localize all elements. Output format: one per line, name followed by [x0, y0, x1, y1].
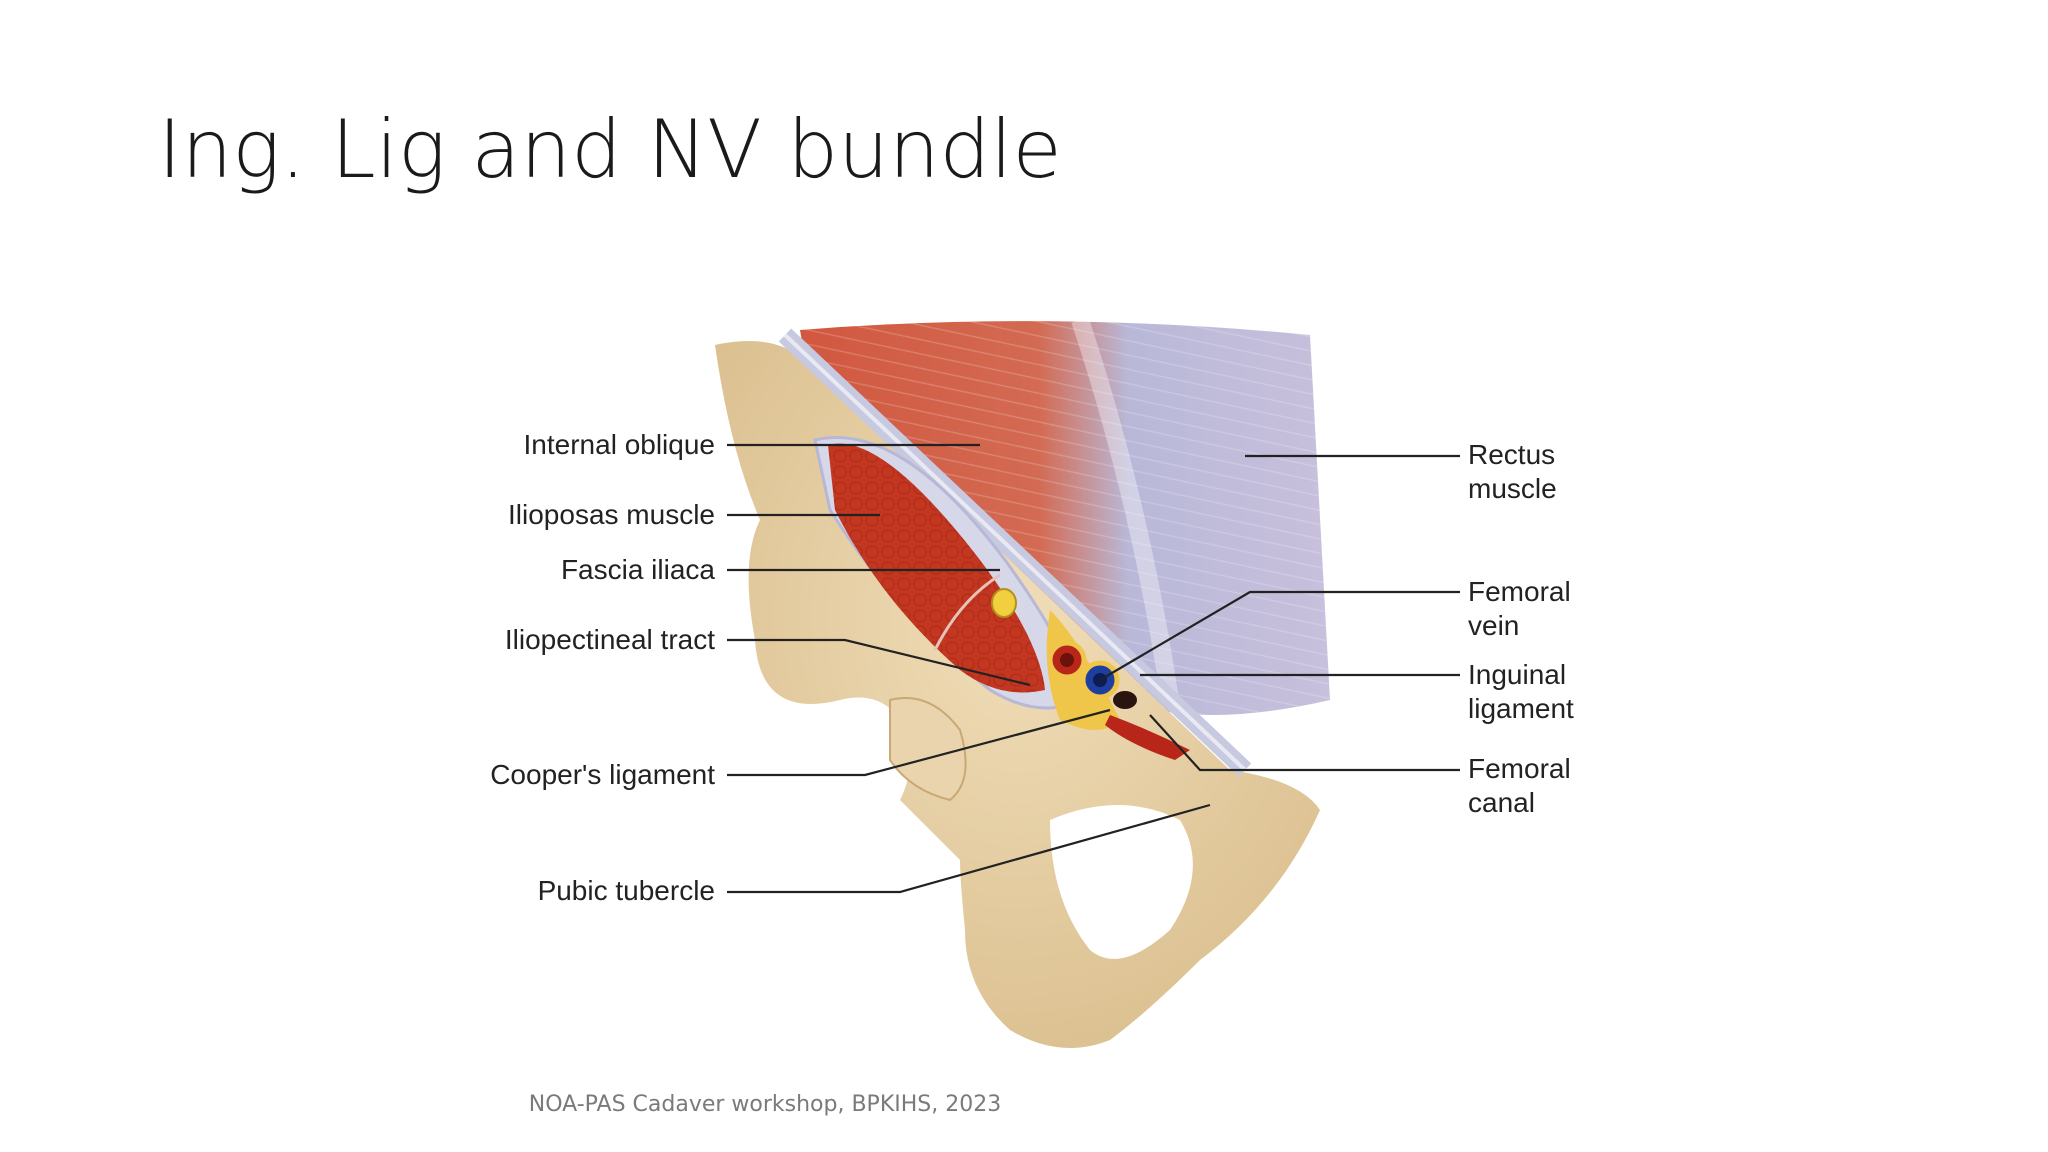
label-line: canal: [1468, 787, 1535, 818]
femoral-nerve: [991, 588, 1017, 618]
label-line: Femoral: [1468, 753, 1571, 784]
leader-lines: [727, 443, 1460, 894]
label-line: muscle: [1468, 473, 1557, 504]
label-femoral-vein: Femoral vein: [1468, 575, 1571, 643]
label-line: Femoral: [1468, 576, 1571, 607]
label-pubic-tubercle: Pubic tubercle: [537, 875, 715, 906]
label-internal-oblique: Internal oblique: [523, 429, 715, 460]
label-iliopectineal-tract: Iliopectineal tract: [504, 624, 715, 655]
label-femoral-canal: Femoral canal: [1468, 752, 1571, 820]
label-coopers-ligament: Cooper's ligament: [490, 759, 715, 790]
label-line: Inguinal: [1468, 659, 1567, 690]
label-iliopsoas-muscle: Ilioposas muscle: [508, 499, 715, 530]
label-line: Rectus: [1468, 439, 1556, 470]
slide-footer: NOA-PAS Cadaver workshop, BPKIHS, 2023: [528, 1092, 1002, 1117]
label-fascia-iliaca: Fascia iliaca: [560, 554, 715, 585]
label-line: ligament: [1468, 693, 1574, 724]
label-rectus-muscle: Rectus muscle: [1468, 438, 1557, 506]
label-line: vein: [1468, 610, 1520, 641]
slide-title: Ing. Lig and NV bundle: [158, 103, 1062, 196]
iliopsoas-muscle: [828, 443, 1045, 693]
label-inguinal-ligament: Inguinal ligament: [1468, 658, 1574, 726]
